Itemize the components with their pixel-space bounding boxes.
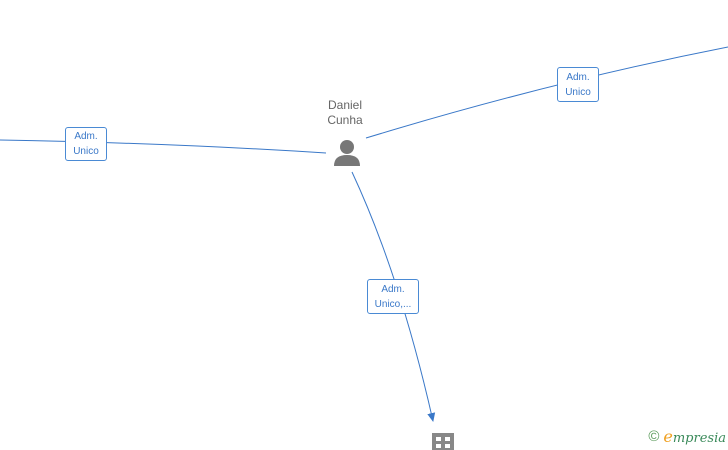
edge-left-line xyxy=(0,139,327,154)
edge-top-right-line xyxy=(365,46,728,139)
brand-rest: mpresia xyxy=(672,431,726,446)
edge-left-label[interactable]: Adm. Unico xyxy=(65,127,107,161)
company-building-icon[interactable] xyxy=(432,433,454,450)
person-icon[interactable] xyxy=(334,140,360,166)
brand-logo: © empresia xyxy=(648,427,726,446)
edge-bottom-label[interactable]: Adm. Unico,... xyxy=(367,279,419,314)
brand-initial: e xyxy=(663,427,673,446)
person-name-label: Daniel Cunha xyxy=(327,98,363,127)
brand-name: empresia xyxy=(663,427,726,446)
copyright-symbol: © xyxy=(648,428,660,445)
edge-top-right-label[interactable]: Adm. Unico xyxy=(557,67,599,102)
